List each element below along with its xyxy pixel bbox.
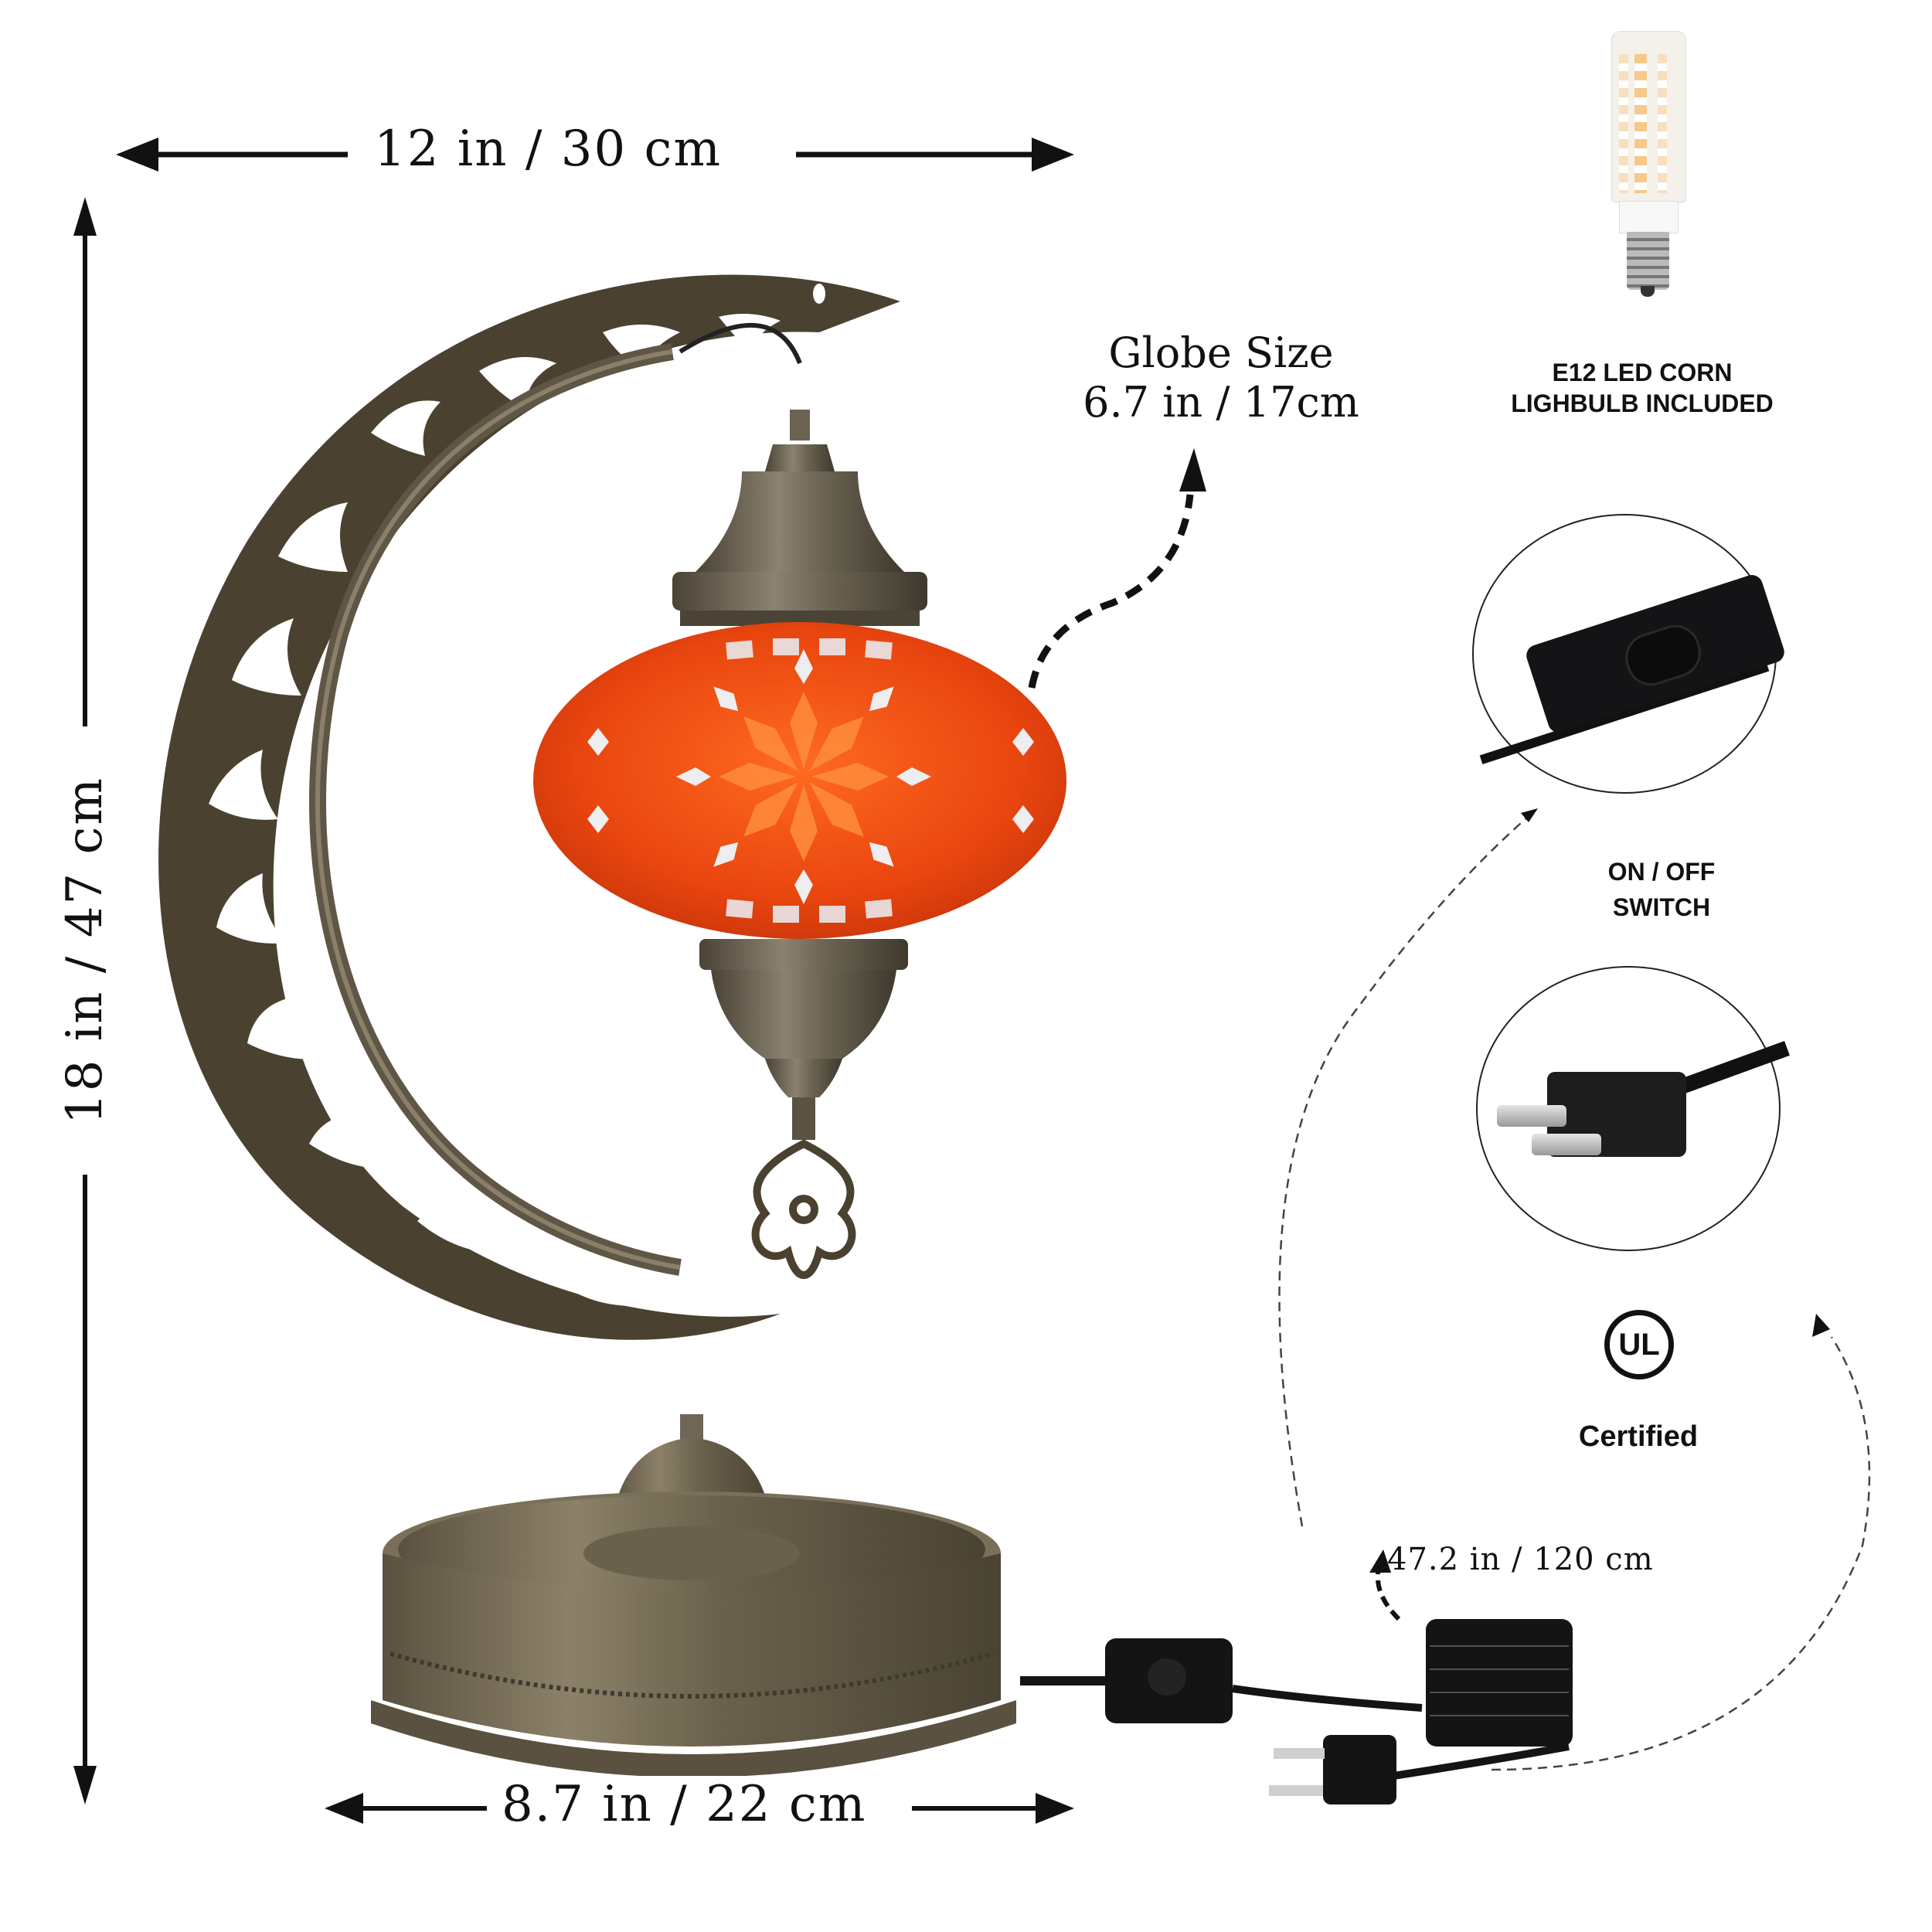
lamp-base (371, 1414, 1016, 1777)
dimension-arrows (73, 138, 1871, 1824)
led-corn-bulb-icon (1611, 31, 1686, 301)
crescent-frame (158, 274, 900, 1340)
pendant-ornament (751, 1139, 856, 1279)
hanger-cap (790, 410, 810, 440)
switch-detail-circle (1472, 514, 1787, 794)
base-dimension-label: 8.7 in / 22 cm (491, 1776, 878, 1833)
hanging-wire (679, 322, 802, 365)
globe-top-cap (672, 444, 927, 626)
switch-caption-line1: ON / OFF (1607, 858, 1716, 886)
power-cord (1020, 1619, 1573, 1804)
switch-caption-line2: SWITCH (1612, 893, 1711, 921)
switch-caption: ON / OFF SWITCH (1507, 854, 1816, 925)
bulb-caption: E12 LED CORN LIGHBULB INCLUDED (1468, 357, 1816, 419)
cord-length-label: 47.2 in / 120 cm (1387, 1542, 1654, 1577)
bulb-caption-line2: LIGHBULB INCLUDED (1511, 389, 1774, 417)
plug-detail-circle (1476, 966, 1790, 1251)
mosaic-globe (533, 622, 1066, 939)
globe-size-title: Globe Size (1108, 328, 1334, 377)
bulb-caption-line1: E12 LED CORN (1552, 359, 1733, 386)
inline-switch-icon (1523, 572, 1787, 736)
ul-logo-icon: UL (1604, 1310, 1674, 1379)
cord-coil (1426, 1619, 1573, 1747)
certified-label: Certified (1578, 1420, 1699, 1453)
width-dimension-label: 12 in / 30 cm (363, 121, 733, 178)
globe-size-value: 6.7 in / 17cm (1083, 378, 1359, 427)
globe-size-callout: Globe Size 6.7 in / 17cm (1028, 328, 1414, 427)
height-dimension-label: 18 in / 47 cm (56, 765, 114, 1136)
globe-bottom-cap (699, 939, 908, 1140)
